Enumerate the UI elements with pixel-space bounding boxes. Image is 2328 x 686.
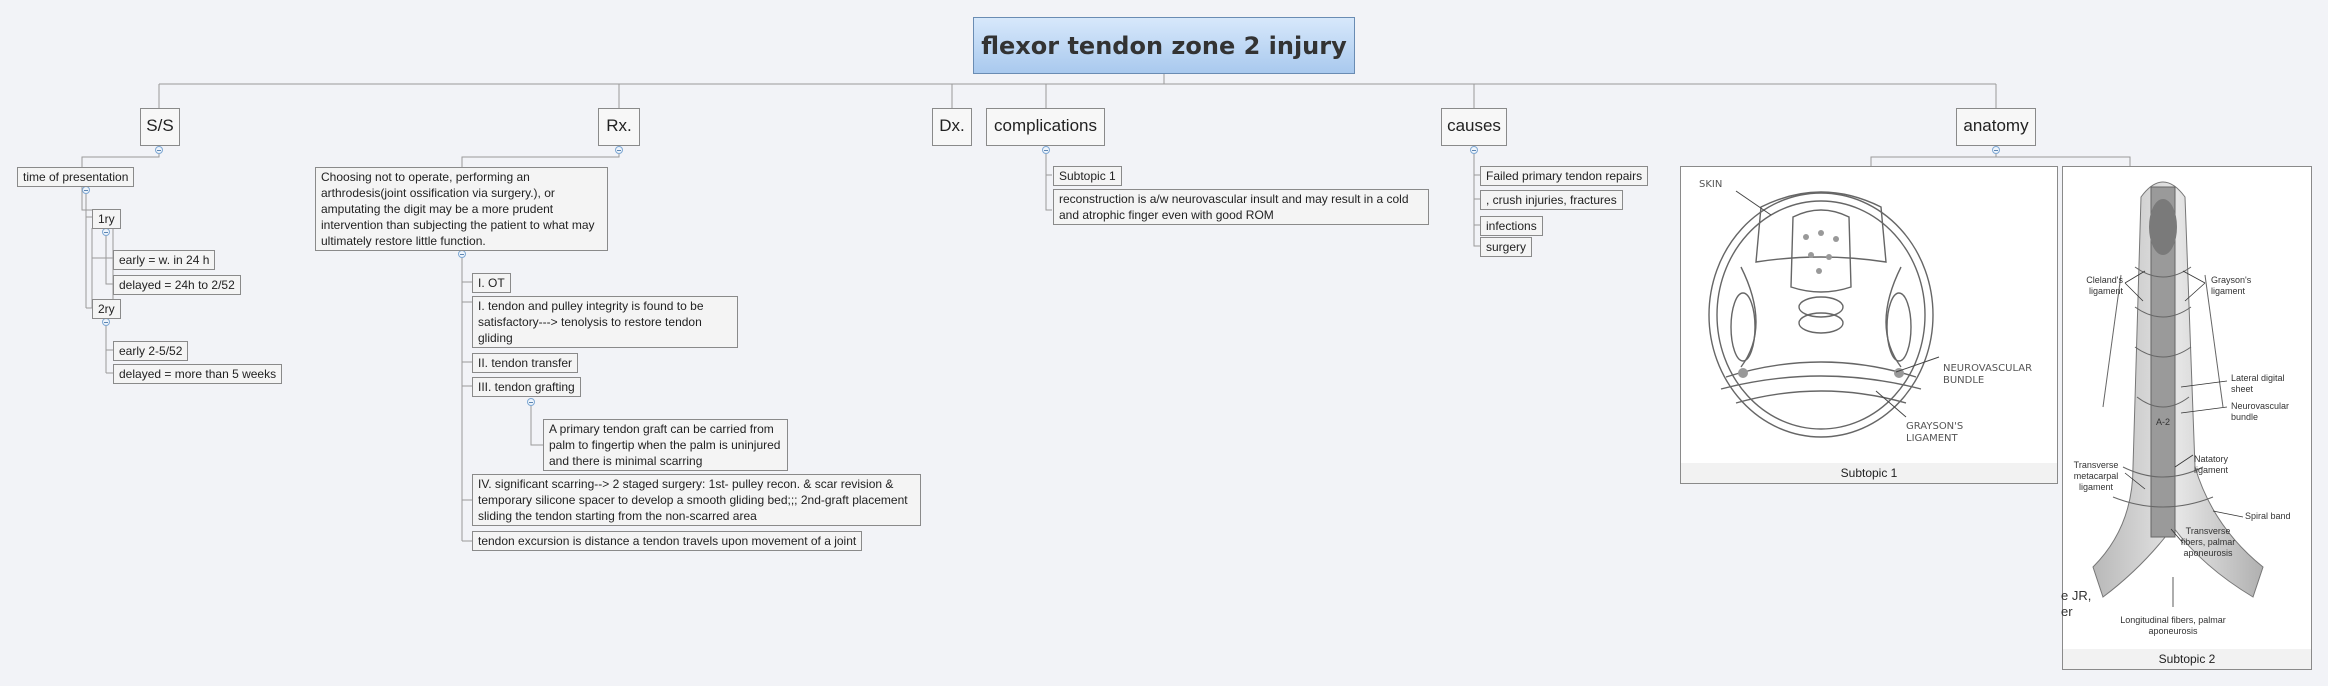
label-lateral-digital-sheet: Lateral digital sheet: [2231, 373, 2285, 394]
rx-significant-scarring[interactable]: IV. significant scarring--> 2 staged sur…: [472, 474, 921, 526]
ss-early-24h[interactable]: early = w. in 24 h: [113, 250, 216, 270]
rx-choosing-not-to-operate[interactable]: Choosing not to operate, performing an a…: [315, 167, 608, 251]
rx-tenolysis[interactable]: I. tendon and pulley integrity is found …: [472, 296, 738, 348]
branch-causes[interactable]: causes: [1441, 108, 1507, 146]
branch-dx[interactable]: Dx.: [932, 108, 972, 146]
complications-subtopic-1[interactable]: Subtopic 1: [1053, 166, 1122, 186]
label-a2: A-2: [2155, 417, 2170, 427]
label-text-fragment: e JR, er: [2061, 588, 2092, 619]
rx-graft-note[interactable]: A primary tendon graft can be carried fr…: [543, 419, 788, 471]
rx-ot[interactable]: I. OT: [472, 273, 511, 293]
label-bundle: BUNDLE: [1943, 375, 1985, 386]
rx-tendon-grafting[interactable]: III. tendon grafting: [472, 377, 581, 397]
label-neurovascular-bundle: Neurovascular bundle: [2231, 401, 2290, 422]
label-spiral-band: Spiral band: [2245, 511, 2291, 521]
collapse-toggle-1ry[interactable]: [102, 228, 110, 236]
branch-complications[interactable]: complications: [986, 108, 1105, 146]
collapse-toggle-rx[interactable]: [615, 146, 623, 154]
label-graysons: GRAYSON'S: [1906, 421, 1964, 432]
ss-time-of-presentation[interactable]: time of presentation: [17, 167, 135, 187]
collapse-toggle-2ry[interactable]: [102, 318, 110, 326]
collapse-toggle-complications[interactable]: [1042, 146, 1050, 154]
ss-2ry[interactable]: 2ry: [92, 299, 121, 319]
label-graysons-ligament: Grayson's ligament: [2211, 275, 2252, 296]
label-natatory-ligament: Natatory ligament: [2193, 454, 2229, 475]
root-topic[interactable]: flexor tendon zone 2 injury: [973, 17, 1355, 74]
ss-delayed-24h[interactable]: delayed = 24h to 2/52: [113, 275, 241, 295]
collapse-toggle-anatomy[interactable]: [1992, 146, 2000, 154]
collapse-toggle-choosing[interactable]: [458, 250, 466, 258]
collapse-toggle-causes[interactable]: [1470, 146, 1478, 154]
cause-crush-injuries[interactable]: , crush injuries, fractures: [1480, 190, 1623, 210]
label-clelands-ligament: Cleland's ligament: [2086, 275, 2123, 296]
finger-cross-section-illustration: [1708, 190, 1940, 438]
label-skin: SKIN: [1699, 179, 1723, 190]
cause-surgery[interactable]: surgery: [1480, 237, 1533, 257]
collapse-toggle-ss[interactable]: [155, 146, 163, 154]
cause-failed-repairs[interactable]: Failed primary tendon repairs: [1480, 166, 1649, 186]
branch-rx[interactable]: Rx.: [598, 108, 640, 146]
ss-1ry[interactable]: 1ry: [92, 209, 121, 229]
ss-early-2-5[interactable]: early 2-5/52: [113, 341, 189, 361]
cause-infections[interactable]: infections: [1480, 216, 1543, 236]
label-neurovascular: NEUROVASCULAR: [1943, 363, 2033, 374]
collapse-toggle-grafting[interactable]: [527, 398, 535, 406]
branch-ss[interactable]: S/S: [140, 108, 180, 146]
rx-tendon-excursion[interactable]: tendon excursion is distance a tendon tr…: [472, 531, 863, 551]
anatomy-image-1[interactable]: SKIN NEUROVASCULAR BUNDLE GRAYSON'S LIGA…: [1680, 166, 2058, 484]
label-transverse-metacarpal: Transverse metacarpal ligament: [2073, 460, 2119, 492]
anatomy-image-2-caption: Subtopic 2: [2063, 649, 2311, 669]
finger-ligament-illustration: [2092, 181, 2264, 607]
root-title: flexor tendon zone 2 injury: [981, 31, 1347, 60]
label-longitudinal-fibers: Longitudinal fibers, palmar aponeurosis: [2120, 615, 2226, 636]
collapse-toggle-time[interactable]: [82, 186, 90, 194]
anatomy-image-2[interactable]: Cleland's ligament Grayson's ligament La…: [2061, 166, 2312, 670]
complications-reconstruction[interactable]: reconstruction is a/w neurovascular insu…: [1053, 189, 1429, 225]
rx-tendon-transfer[interactable]: II. tendon transfer: [472, 353, 579, 373]
ss-delayed-5w[interactable]: delayed = more than 5 weeks: [113, 364, 283, 384]
branch-anatomy[interactable]: anatomy: [1956, 108, 2036, 146]
label-ligament: LIGAMENT: [1906, 433, 1958, 444]
anatomy-image-1-caption: Subtopic 1: [1681, 463, 2057, 483]
label-transverse-fibers: Transverse fibers, palmar aponeurosis: [2180, 526, 2236, 558]
